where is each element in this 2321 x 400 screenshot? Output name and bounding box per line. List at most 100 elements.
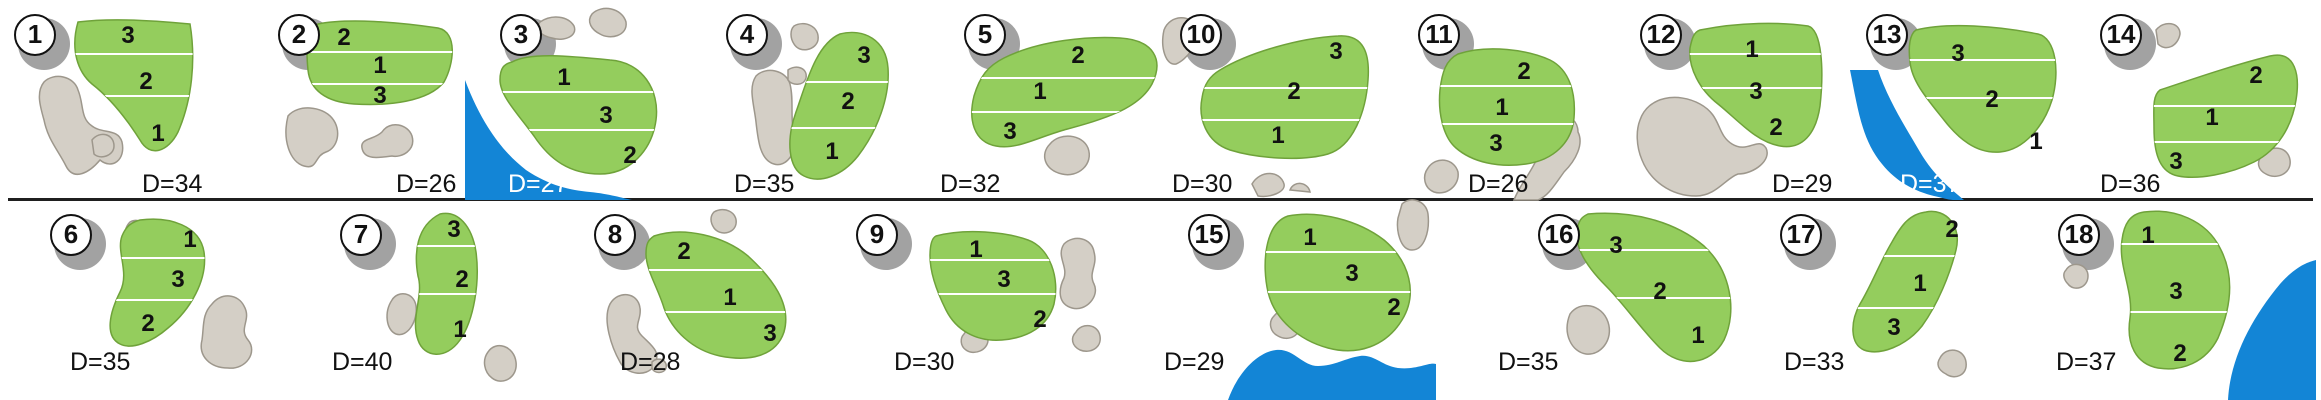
putting-green: [971, 36, 1158, 148]
pin-zone-label: 3: [599, 102, 613, 129]
pin-zone-label: 2: [677, 238, 691, 265]
pin-zone-label: 1: [151, 120, 165, 147]
hole-distance: D=37: [1900, 170, 1961, 198]
pin-zone-label: 2: [1071, 42, 1085, 69]
bunker: [2063, 263, 2089, 289]
putting-green: [1264, 213, 1411, 352]
putting-green: [1438, 48, 1576, 166]
bunker: [710, 208, 737, 234]
pin-zone-label: 2: [1287, 78, 1301, 105]
pin-zone-label: 2: [1769, 114, 1783, 141]
bunker: [1288, 182, 1311, 193]
pin-zone-label: 1: [557, 64, 571, 91]
hole-number-badge: 9: [856, 214, 898, 256]
pin-zone-label: 1: [825, 138, 839, 165]
pin-zone-label: 1: [373, 52, 387, 79]
hole-10-map: [1162, 17, 1370, 198]
hole-number-badge: 5: [964, 14, 1006, 56]
hole-distance: D=32: [940, 170, 1001, 198]
pin-zone-label: 1: [183, 226, 197, 253]
pin-zone-label: 1: [453, 316, 467, 343]
bunker: [606, 294, 658, 374]
bunker: [285, 107, 339, 168]
pin-zone-label: 3: [2169, 278, 2183, 305]
bunker: [790, 22, 819, 51]
putting-green: [929, 230, 1057, 341]
hole-3-map: [465, 7, 658, 200]
pin-zone-label: 1: [1271, 122, 1285, 149]
pin-zone-label: 2: [623, 142, 637, 169]
hole-1-map: [18, 18, 194, 176]
bunker: [1566, 304, 1611, 355]
putting-green: [1908, 24, 2057, 153]
pin-zone-label: 1: [2141, 222, 2155, 249]
pin-zone-label: 1: [2029, 128, 2043, 155]
hole-9-map: [860, 218, 1101, 354]
hole-number-badge: 4: [726, 14, 768, 56]
pin-zone-label: 3: [1749, 78, 1763, 105]
bunker: [91, 133, 115, 158]
hole-number-badge: 10: [1180, 14, 1222, 56]
pin-zone-label: 1: [1913, 270, 1927, 297]
hole-2-map: [282, 18, 453, 168]
putting-green: [789, 31, 889, 180]
hole-distance: D=36: [2100, 170, 2161, 198]
pin-zone-label: 3: [1329, 38, 1343, 65]
pin-zone-label: 3: [763, 320, 777, 347]
pin-zone-label: 2: [1653, 278, 1667, 305]
putting-green: [1200, 35, 1370, 160]
bunker: [751, 69, 796, 166]
hole-number-badge: 7: [340, 214, 382, 256]
bunker: [651, 358, 667, 374]
hole-number-badge: 11: [1418, 14, 1460, 56]
row-divider: [8, 198, 2313, 201]
pin-zone-label: 3: [1951, 40, 1965, 67]
pin-zone-label: 3: [997, 266, 1011, 293]
pin-zone-label: 1: [1745, 36, 1759, 63]
pin-zone-label: 3: [1489, 130, 1503, 157]
pin-zone-label: 2: [2249, 62, 2263, 89]
water-hazard: [2228, 260, 2316, 400]
water-hazard: [465, 80, 632, 200]
bunker: [361, 124, 414, 159]
hole-distance: D=33: [1784, 348, 1845, 376]
pin-zone-label: 1: [1033, 78, 1047, 105]
pin-zone-label: 1: [1691, 322, 1705, 349]
putting-green: [2153, 54, 2299, 178]
bunker: [588, 7, 627, 38]
pin-zone-label: 3: [447, 216, 461, 243]
hole-number-badge: 17: [1780, 214, 1822, 256]
pin-zone-label: 2: [337, 24, 351, 51]
hole-5-map: [968, 18, 1158, 176]
bunker: [1423, 159, 1459, 194]
hole-distance: D=40: [332, 348, 393, 376]
hole-distance: D=27: [508, 170, 569, 198]
hole-distance: D=35: [1498, 348, 1559, 376]
bunker: [386, 293, 417, 336]
hole-distance: D=30: [1172, 170, 1233, 198]
hole-number-badge: 14: [2100, 14, 2142, 56]
pin-zone-label: 3: [1003, 118, 1017, 145]
hole-13-map: [1850, 18, 2057, 200]
pin-zone-label: 2: [1985, 86, 1999, 113]
hole-distance: D=30: [894, 348, 955, 376]
pin-zone-label: 3: [857, 42, 871, 69]
water-hazard: [1850, 70, 1964, 200]
hole-distance: D=37: [2056, 348, 2117, 376]
hole-distance: D=28: [620, 348, 681, 376]
putting-green: [74, 19, 194, 152]
bunker: [483, 344, 517, 382]
bunker: [1251, 172, 1285, 198]
pin-zone-label: 2: [2173, 340, 2187, 367]
putting-green: [1852, 210, 1958, 353]
hole-distance: D=29: [1164, 348, 1225, 376]
bunker: [787, 66, 807, 85]
pin-zone-label: 3: [1609, 232, 1623, 259]
hole-distance: D=35: [734, 170, 795, 198]
hole-distance: D=35: [70, 348, 131, 376]
pin-zone-label: 2: [1945, 216, 1959, 243]
hole-number-badge: 6: [50, 214, 92, 256]
hole-15-map: [1192, 199, 1436, 400]
bunker: [2155, 22, 2181, 49]
